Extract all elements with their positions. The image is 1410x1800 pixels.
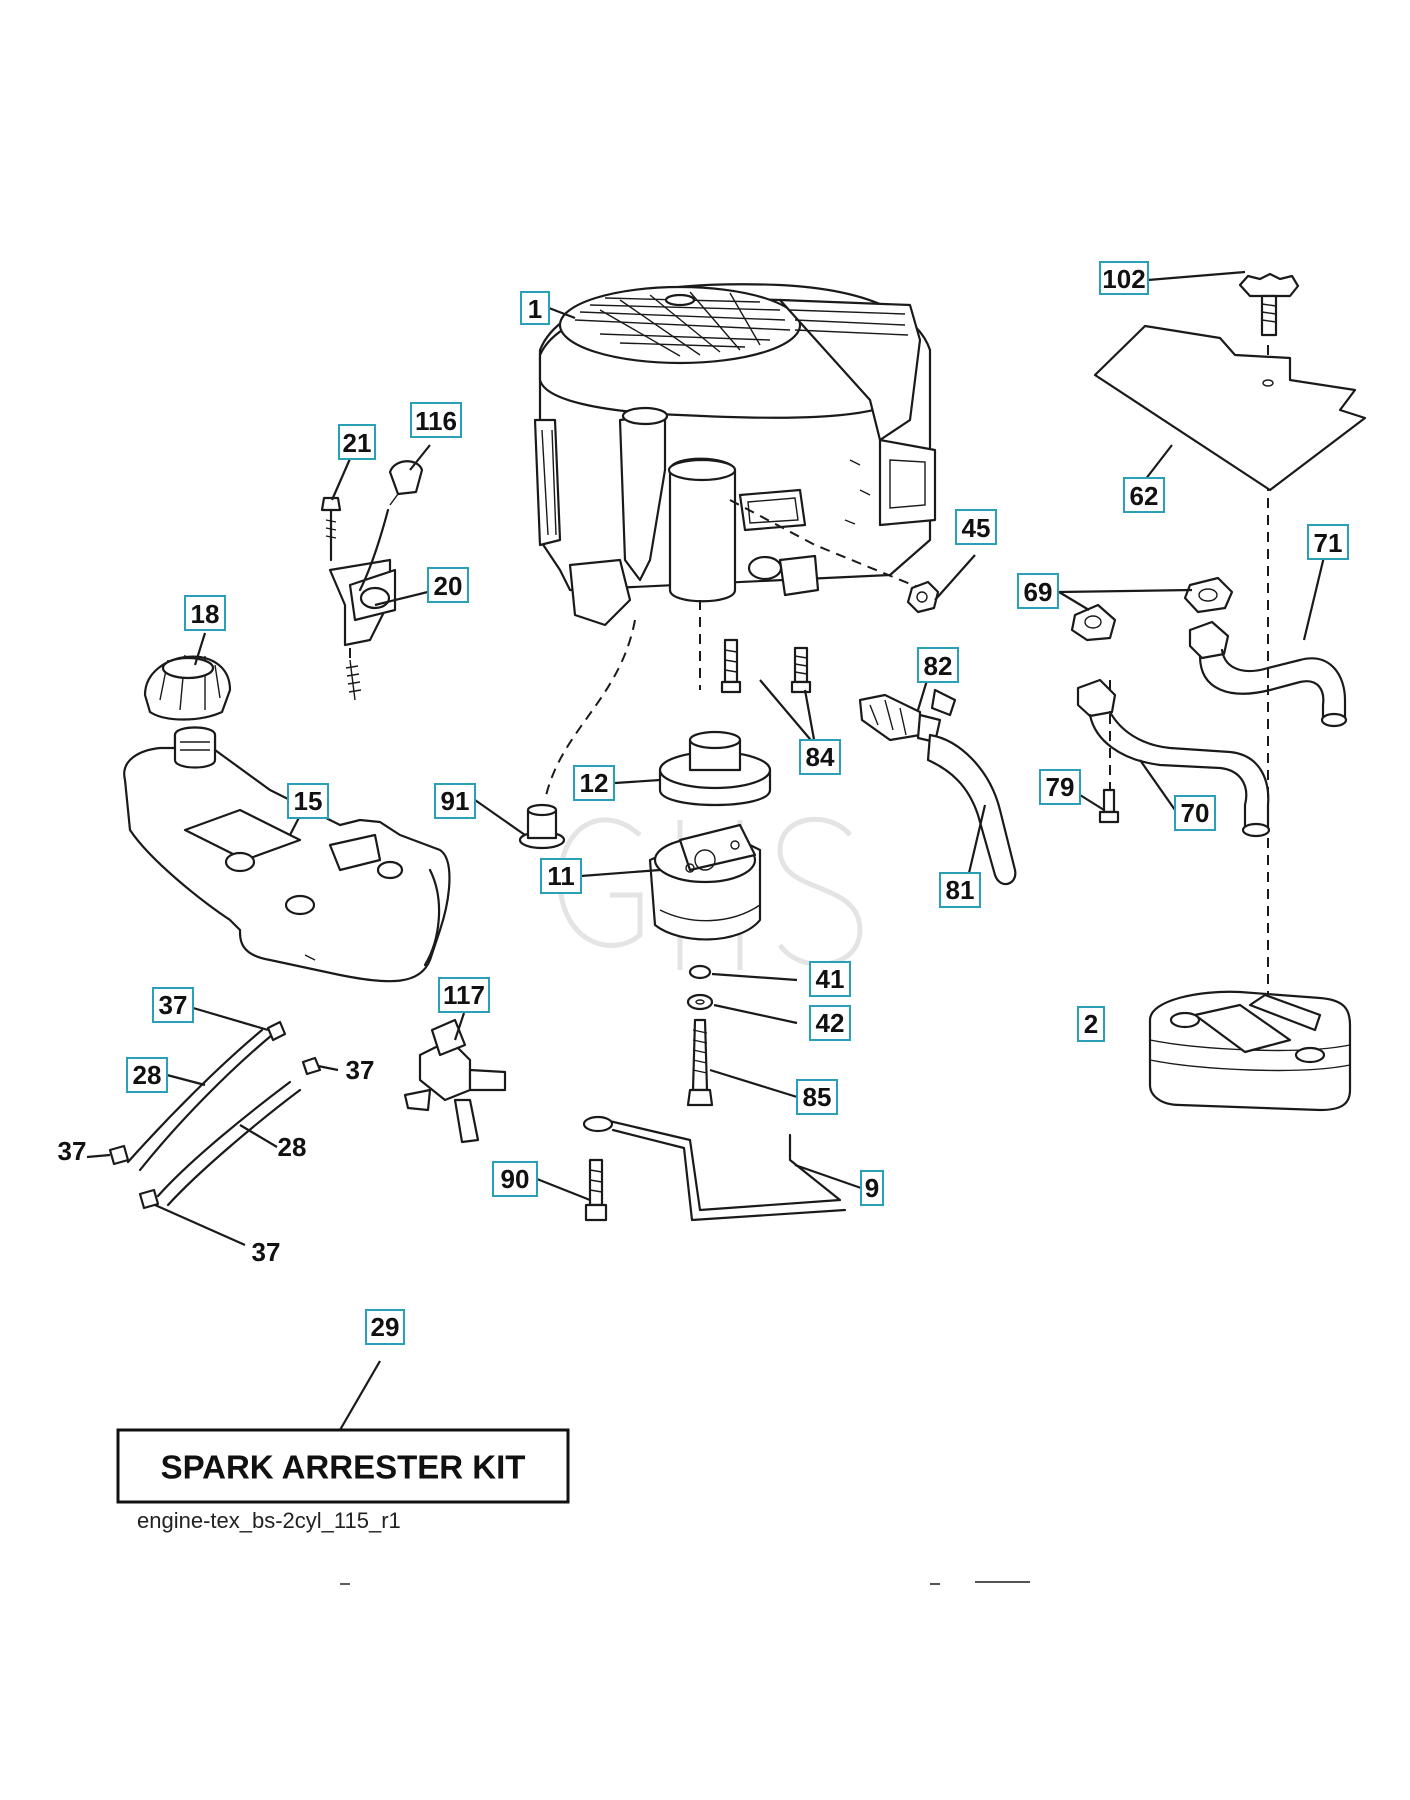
heat-shield-62 (1093, 324, 1367, 492)
callout-15-label: 15 (294, 786, 323, 816)
callout-90-label: 90 (501, 1164, 530, 1194)
label-28-lower: 28 (278, 1132, 307, 1162)
callout-12: 12 (573, 765, 615, 801)
callout-81: 81 (939, 872, 981, 908)
callout-70: 70 (1174, 795, 1216, 831)
fuel-tank-15 (123, 726, 451, 983)
callout-2: 2 (1077, 1006, 1105, 1042)
callout-81-label: 81 (946, 875, 975, 905)
callout-90: 90 (492, 1161, 538, 1197)
callout-91: 91 (434, 783, 476, 819)
callout-1: 1 (520, 291, 550, 325)
muffler-2 (1148, 990, 1352, 1112)
callout-116: 116 (410, 402, 462, 438)
fuel-cap-18 (143, 654, 232, 721)
knob-102 (1238, 272, 1300, 337)
bolt-90 (584, 1158, 608, 1222)
callout-102-label: 102 (1102, 264, 1145, 294)
callout-29-label: 29 (371, 1312, 400, 1342)
pulley-12 (658, 730, 772, 807)
callout-84: 84 (799, 739, 841, 775)
fitting-82 (858, 688, 957, 744)
hose-clamps-37 (108, 1020, 322, 1210)
callout-18: 18 (184, 595, 226, 631)
callout-82-label: 82 (924, 651, 953, 681)
exhaust-pipe-71 (1188, 620, 1348, 728)
callout-20-label: 20 (434, 571, 463, 601)
callout-79-label: 79 (1046, 772, 1075, 802)
callout-28: 28 (126, 1057, 168, 1093)
callout-41: 41 (809, 961, 851, 997)
callout-116-label: 116 (415, 406, 457, 436)
throttle-bracket-20 (328, 508, 397, 701)
diagram-caption: engine-tex_bs-2cyl_115_r1 (137, 1508, 401, 1533)
label-37-left: 37 (58, 1136, 87, 1166)
callout-85: 85 (796, 1079, 838, 1115)
callout-15: 15 (287, 783, 329, 819)
callout-37-top: 37 (152, 987, 194, 1023)
callout-29: 29 (365, 1309, 405, 1345)
gaskets-69 (1070, 576, 1234, 642)
fuel-valve-117 (403, 1018, 507, 1144)
edge-marks (340, 1581, 1030, 1585)
callout-117: 117 (438, 977, 490, 1013)
bushing-91 (518, 803, 566, 850)
callout-20: 20 (427, 567, 469, 603)
callout-11-label: 11 (547, 861, 575, 891)
callout-9-label: 9 (865, 1173, 879, 1203)
callout-82: 82 (917, 647, 959, 683)
callout-69: 69 (1017, 573, 1059, 609)
bolt-21 (320, 496, 342, 562)
callout-102: 102 (1099, 261, 1149, 295)
callout-45-label: 45 (962, 513, 991, 543)
callout-12-label: 12 (580, 768, 609, 798)
nut-45 (906, 580, 940, 614)
hose-81 (926, 733, 1017, 886)
callout-41-label: 41 (816, 964, 845, 994)
callout-62: 62 (1123, 477, 1165, 513)
callout-21: 21 (338, 424, 376, 460)
washers-41-42 (686, 964, 714, 1011)
spark-arrester-kit-box: SPARK ARRESTER KIT (116, 1428, 570, 1504)
callout-11: 11 (540, 858, 582, 894)
clutch-11 (648, 823, 762, 941)
callout-79: 79 (1039, 769, 1081, 805)
label-37-right: 37 (346, 1055, 375, 1085)
callout-117-label: 117 (443, 980, 485, 1010)
label-37-bottom: 37 (252, 1237, 281, 1267)
callout-84-label: 84 (806, 742, 835, 772)
screw-79 (1098, 788, 1120, 824)
fuel-hoses-28 (126, 1028, 302, 1207)
bracket-rod-9 (582, 1115, 847, 1222)
bolt-85 (686, 1018, 714, 1107)
callout-85-label: 85 (803, 1082, 832, 1112)
spark-arrester-kit-label: SPARK ARRESTER KIT (161, 1449, 526, 1486)
callout-28-label: 28 (133, 1060, 162, 1090)
callout-42: 42 (809, 1005, 851, 1041)
callout-42-label: 42 (816, 1008, 845, 1038)
knob-116 (388, 460, 424, 506)
callout-71-label: 71 (1314, 528, 1343, 558)
engine (533, 283, 937, 627)
callout-45: 45 (955, 509, 997, 545)
bolts-84 (720, 638, 812, 694)
callout-9: 9 (860, 1170, 884, 1206)
callout-91-label: 91 (441, 786, 470, 816)
exhaust-pipe-70 (1076, 678, 1271, 838)
callout-71: 71 (1307, 524, 1349, 560)
callout-69-label: 69 (1024, 577, 1053, 607)
callout-1-label: 1 (528, 294, 542, 324)
callout-62-label: 62 (1130, 481, 1159, 511)
callout-18-label: 18 (191, 599, 220, 629)
callout-70-label: 70 (1181, 798, 1210, 828)
callout-21-label: 21 (343, 428, 372, 458)
callout-37-label: 37 (159, 990, 188, 1020)
callout-2-label: 2 (1084, 1009, 1098, 1039)
